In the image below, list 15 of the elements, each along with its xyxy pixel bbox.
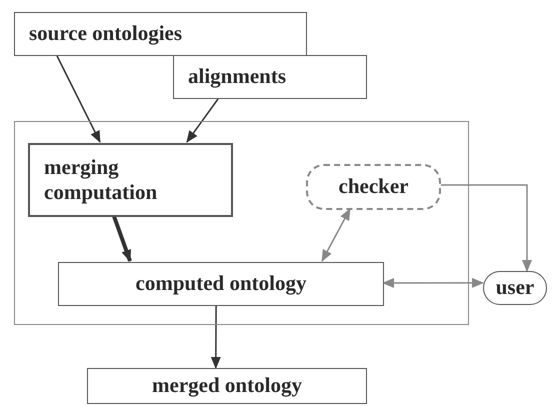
dashed-rounded-box: checker: [306, 164, 441, 210]
process-box: alignments: [173, 55, 367, 99]
arrow: [56, 56, 101, 143]
double-arrow: [382, 278, 484, 288]
process-box: merging computation: [28, 143, 233, 217]
arrow: [112, 215, 132, 262]
container-box: [14, 121, 469, 325]
double-arrow: [321, 208, 351, 262]
arrow: [186, 98, 219, 143]
arrow: [440, 184, 532, 272]
process-box: merged ontology: [87, 368, 367, 404]
process-box: source ontologies: [14, 12, 307, 56]
process-box: computed ontology: [58, 262, 384, 306]
rounded-box: user: [483, 271, 547, 305]
arrow: [210, 305, 221, 369]
